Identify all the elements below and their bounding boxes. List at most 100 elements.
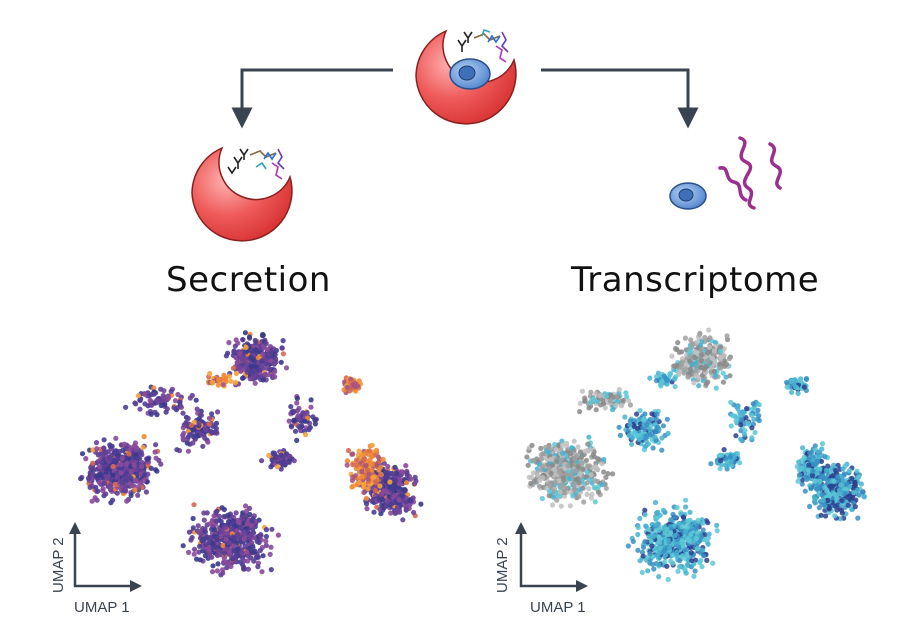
scatter-point (662, 559, 668, 565)
scatter-point (97, 464, 103, 470)
scatter-point (642, 507, 648, 513)
panel-title-transcriptome: Transcriptome (571, 260, 820, 300)
scatter-point (575, 444, 581, 450)
scatter-point (132, 444, 139, 450)
scatter-point (696, 383, 702, 389)
scatter-point (577, 409, 583, 415)
scatter-point (259, 569, 265, 575)
scatter-point (354, 462, 360, 468)
scatter-point (209, 569, 216, 575)
scatter-point (602, 405, 608, 411)
scatter-point (280, 351, 286, 357)
scatter-point (385, 470, 391, 476)
scatter-point (263, 538, 269, 544)
scatter-point (603, 393, 609, 399)
scatter-point (584, 469, 590, 475)
scatter-point (263, 527, 269, 533)
scatter-point (679, 359, 685, 365)
scatter-point (185, 415, 191, 421)
scatter-point (700, 527, 706, 533)
scatter-point (124, 498, 130, 504)
scatter-point (377, 483, 383, 489)
scatter-point (294, 400, 300, 406)
scatter-point (249, 363, 255, 369)
scatter-point (158, 461, 164, 467)
scatter-point (616, 387, 622, 393)
scatter-point (408, 476, 414, 482)
scatter-point (128, 492, 134, 499)
scatter-point (206, 415, 212, 421)
scatter-point (803, 376, 810, 382)
scatter-point (727, 373, 733, 379)
scatter-point (102, 450, 108, 456)
scatter-point (363, 495, 369, 502)
scatter-point (666, 545, 673, 551)
scatter-point (660, 507, 667, 513)
scatter-point (642, 512, 648, 518)
scatter-point (603, 485, 609, 491)
scatter-point (823, 513, 829, 519)
scatter-point (269, 457, 275, 463)
scatter-point (593, 407, 599, 413)
scatter-point (233, 370, 239, 377)
scatter-point (248, 523, 255, 529)
scatter-point (693, 535, 700, 542)
scatter-point (96, 480, 103, 486)
scatter-point (189, 535, 195, 541)
scatter-point (643, 523, 649, 529)
scatter-point (812, 478, 818, 484)
scatter-point (552, 479, 558, 485)
scatter-point (110, 472, 116, 478)
scatter-point (579, 388, 586, 394)
rna-strand-icons (718, 136, 783, 210)
scatter-point (540, 463, 546, 469)
scatter-point (123, 464, 129, 471)
scatter-point (274, 464, 281, 470)
scatter-point (273, 356, 279, 362)
scatter-point (118, 461, 124, 468)
scatter-point (591, 397, 597, 403)
scatter-point (645, 568, 651, 574)
scatter-point (627, 422, 633, 428)
scatter-point (554, 458, 560, 464)
scatter-point (359, 468, 365, 475)
scatter-point (149, 402, 155, 408)
scatter-point (641, 416, 647, 422)
scatter-point (586, 405, 592, 411)
scatter-point (563, 485, 569, 491)
scatter-point (278, 359, 284, 365)
scatter-point (292, 417, 298, 423)
scatter-point (203, 427, 209, 433)
scatter-point (221, 514, 227, 520)
scatter-point (647, 427, 653, 433)
scatter-point (224, 565, 230, 571)
arrow-to-transcriptome (541, 68, 699, 129)
scatter-point (717, 466, 723, 472)
scatter-point (259, 458, 265, 464)
scatter-point (366, 448, 372, 454)
scatter-point (221, 555, 227, 561)
scatter-point (396, 481, 402, 487)
scatter-point (209, 411, 215, 417)
scatter-point (812, 496, 818, 502)
scatter-point (856, 474, 862, 480)
scatter-point (784, 384, 790, 390)
scatter-point (241, 529, 247, 535)
scatter-point (373, 447, 380, 453)
scatter-point (250, 356, 256, 362)
scatter-point (160, 393, 166, 399)
scatter-point (260, 553, 266, 559)
scatter-point (200, 537, 206, 544)
scatter-point (231, 348, 237, 354)
scatter-point (728, 459, 734, 465)
scatter-point (390, 494, 396, 500)
scatter-point (795, 478, 801, 484)
scatter-point (659, 435, 665, 441)
scatter-point (219, 528, 225, 535)
scatter-point (697, 559, 703, 566)
scatter-point (266, 452, 272, 459)
scatter-point (180, 435, 186, 441)
scatter-point (655, 370, 662, 376)
scatter-point (215, 552, 221, 559)
scatter-point (344, 384, 350, 390)
